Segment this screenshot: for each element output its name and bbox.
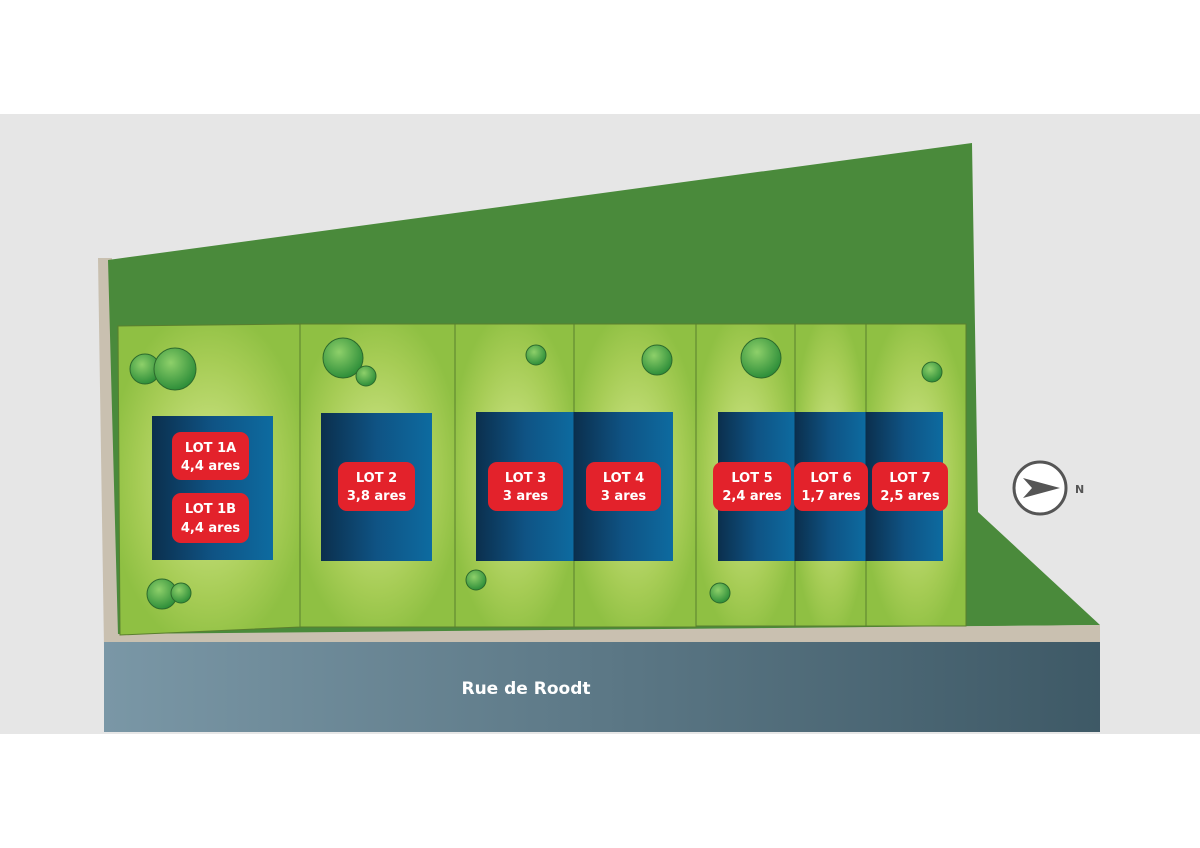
svg-text:LOT 1A: LOT 1A [185, 441, 236, 456]
lot-label-2[interactable]: LOT 2 3,8 ares [338, 462, 415, 511]
tree-icon [153, 347, 197, 391]
lot-label-5[interactable]: LOT 5 2,4 ares [713, 462, 791, 511]
svg-text:LOT 1B: LOT 1B [185, 502, 236, 517]
lot-labels: LOT 1A 4,4 ares LOT 1B 4,4 ares LOT 2 3,… [172, 432, 948, 543]
svg-text:LOT 2: LOT 2 [356, 471, 397, 486]
svg-text:2,5 ares: 2,5 ares [880, 489, 940, 504]
svg-text:LOT 4: LOT 4 [603, 471, 644, 486]
north-label: N [1075, 483, 1084, 496]
street-name-label: Rue de Roodt [461, 679, 590, 699]
street [104, 642, 1100, 732]
svg-text:4,4 ares: 4,4 ares [181, 459, 241, 474]
tree-icon [465, 569, 487, 591]
svg-text:3 ares: 3 ares [601, 489, 647, 504]
lot-label-1a[interactable]: LOT 1A 4,4 ares [172, 432, 249, 480]
svg-text:3,8 ares: 3,8 ares [347, 489, 407, 504]
tree-icon [355, 365, 377, 387]
tree-icon [641, 344, 673, 376]
lot-label-6[interactable]: LOT 6 1,7 ares [794, 462, 868, 511]
svg-text:LOT 3: LOT 3 [505, 471, 546, 486]
lot-label-4[interactable]: LOT 4 3 ares [586, 462, 661, 511]
tree-icon [525, 344, 547, 366]
svg-text:LOT 5: LOT 5 [731, 471, 772, 486]
lot-label-1b[interactable]: LOT 1B 4,4 ares [172, 493, 249, 543]
north-arrow-icon: N [1012, 460, 1084, 516]
svg-text:LOT 7: LOT 7 [889, 471, 930, 486]
lot-label-3[interactable]: LOT 3 3 ares [488, 462, 563, 511]
tree-icon [322, 337, 364, 379]
svg-text:2,4 ares: 2,4 ares [722, 489, 782, 504]
tree-icon [921, 361, 943, 383]
lot-label-7[interactable]: LOT 7 2,5 ares [872, 462, 948, 511]
tree-icon [709, 582, 731, 604]
trees [129, 337, 943, 610]
tree-icon [740, 337, 782, 379]
svg-text:LOT 6: LOT 6 [810, 471, 851, 486]
svg-text:4,4 ares: 4,4 ares [181, 521, 241, 536]
svg-text:3 ares: 3 ares [503, 489, 549, 504]
svg-text:1,7 ares: 1,7 ares [801, 489, 861, 504]
tree-icon [170, 582, 192, 604]
